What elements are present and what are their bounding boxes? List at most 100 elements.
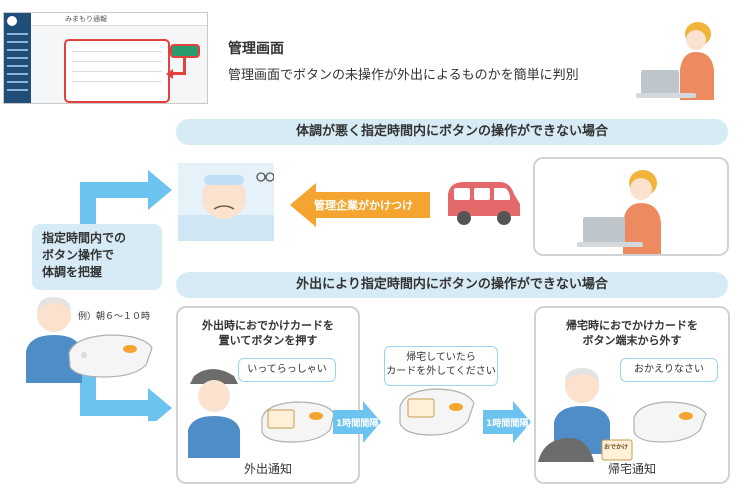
admin-table-line (72, 71, 162, 72)
outing-card-icon (601, 439, 633, 461)
rush-arrow (290, 183, 430, 227)
admin-topbar: みまもり通報 (31, 13, 207, 26)
device-button-icon (123, 345, 137, 353)
left-info-line: 体調を把握 (42, 265, 103, 279)
admin-highlight-panel (64, 39, 170, 103)
admin-nav-item (7, 89, 28, 91)
home-notice-label: 帰宅通知 (607, 462, 656, 476)
header-description: 管理画面でボタンの未操作が外出によるものかを簡単に判別 (228, 68, 579, 83)
interval-arrow-1 (333, 401, 381, 443)
elderly-going-out-illustration (188, 369, 335, 458)
van-windshield (494, 188, 510, 200)
admin-table-line (72, 81, 162, 82)
branch-arrow-up-head (148, 170, 172, 210)
operator-body (680, 52, 714, 100)
interval-label-2: 1時間間隔 (486, 419, 529, 429)
admin-nav-item (7, 81, 28, 83)
step-outing-box: 外出時におでかけカードを 置いてボタンを押す いってらっしゃい 外出通知 (176, 306, 360, 484)
operator-laptop-illustration (577, 170, 661, 254)
elderly-shirt (188, 416, 240, 458)
elderly-returning-home-illustration (538, 368, 707, 462)
step-outing-title-line: 外出時におでかけカードを (202, 319, 334, 332)
sick-scene (178, 163, 275, 241)
branch-arrow-up-shaft (80, 182, 150, 198)
branch-arrow-down-head (148, 388, 172, 421)
van-wheel (497, 211, 511, 225)
left-info-line: ボタン操作で (42, 248, 115, 262)
elderly-man-with-device (26, 297, 153, 383)
example-time-label: 例）朝６～１０時 (78, 312, 151, 322)
bed-blanket (178, 215, 274, 241)
laptop-base (636, 93, 696, 98)
device-button-icon (449, 403, 463, 411)
rush-label: 管理企業がかけつけ (314, 199, 413, 212)
admin-nav-item (7, 41, 28, 43)
admin-table-line (72, 51, 162, 52)
operator-face (686, 30, 706, 50)
glasses-icon (256, 172, 266, 182)
admin-app-name: みまもり通報 (65, 15, 107, 23)
outing-card-icon (267, 409, 295, 429)
rush-arrow-shape (290, 183, 430, 227)
admin-screenshot: みまもり通報 (3, 12, 208, 104)
left-info-line: 指定時間内での (42, 231, 127, 245)
speech-bubble-see-you: いってらっしゃい (238, 358, 336, 382)
header-title: 管理画面 (228, 41, 284, 57)
admin-nav-item (7, 73, 28, 75)
elderly-face (565, 369, 599, 403)
remove-card-prompt-line: 帰宅していたら (406, 352, 476, 363)
interval-arrow-2 (483, 401, 531, 443)
admin-red-arrow (172, 72, 186, 75)
elderly-hair (565, 368, 599, 382)
operator-box (533, 157, 729, 256)
remove-card-prompt-line: カードを外してください (386, 366, 496, 377)
elderly-face (198, 380, 230, 412)
laptop-icon (641, 70, 679, 94)
outing-card-label: おでかけ (604, 444, 629, 451)
admin-logo-icon (6, 15, 18, 27)
van-icon (448, 182, 520, 225)
interval-label-1: 1時間間隔 (336, 419, 379, 429)
banner-sick-case: 体調が悪く指定時間内にボタンの操作ができない場合 (176, 119, 728, 145)
step-outing-title-line: 置いてボタンを押す (218, 334, 318, 347)
device-button-icon (309, 412, 323, 420)
admin-red-arrow (183, 56, 186, 74)
hat-icon (538, 438, 594, 462)
device-indicator-icon (81, 352, 87, 358)
admin-nav-item (7, 33, 28, 35)
step-home-title-line: 帰宅時におでかけカードを (566, 319, 698, 332)
sick-elderly-illustration (178, 172, 275, 241)
admin-table-line (72, 61, 162, 62)
interval-arrow-shape (483, 401, 531, 443)
interval-arrow-shape (333, 401, 381, 443)
outing-notice-label: 外出通知 (243, 462, 292, 476)
speech-bubble-welcome-home: おかえりなさい (620, 358, 718, 382)
van-window (454, 188, 470, 200)
van-wheel (457, 211, 471, 225)
operator-laptop-illustration-top (636, 22, 714, 100)
branch-arrow-down-shaft (80, 400, 150, 416)
middle-device-illustration (399, 388, 475, 436)
remove-card-prompt: 帰宅していたら カードを外してください (384, 346, 498, 386)
admin-nav-item (7, 57, 28, 59)
device-button-icon (679, 412, 693, 420)
branch-arrows (80, 170, 172, 421)
elderly-hair (37, 297, 71, 311)
sick-mouth (213, 205, 235, 210)
glasses-icon (265, 172, 275, 182)
admin-nav-item (7, 65, 28, 67)
van-window (474, 188, 490, 200)
sick-face (202, 175, 246, 219)
banner-outing-case: 外出により指定時間内にボタンの操作ができない場合 (176, 272, 728, 298)
operator-body (623, 203, 661, 254)
admin-red-arrow-head (166, 69, 173, 79)
step-home-title-line: ボタン端末から外す (582, 334, 682, 347)
admin-nav-item (7, 49, 28, 51)
laptop-icon (583, 217, 625, 243)
button-device-icon (633, 401, 707, 443)
left-info-box: 指定時間内での ボタン操作で 体調を把握 (32, 224, 162, 290)
hat-icon (190, 369, 238, 384)
cold-compress-icon (204, 175, 244, 185)
elderly-shirt (26, 335, 82, 383)
step-home-box: 帰宅時におでかけカードを ボタン端末から外す おかえりなさい おでかけ 帰宅通知 (534, 306, 730, 484)
